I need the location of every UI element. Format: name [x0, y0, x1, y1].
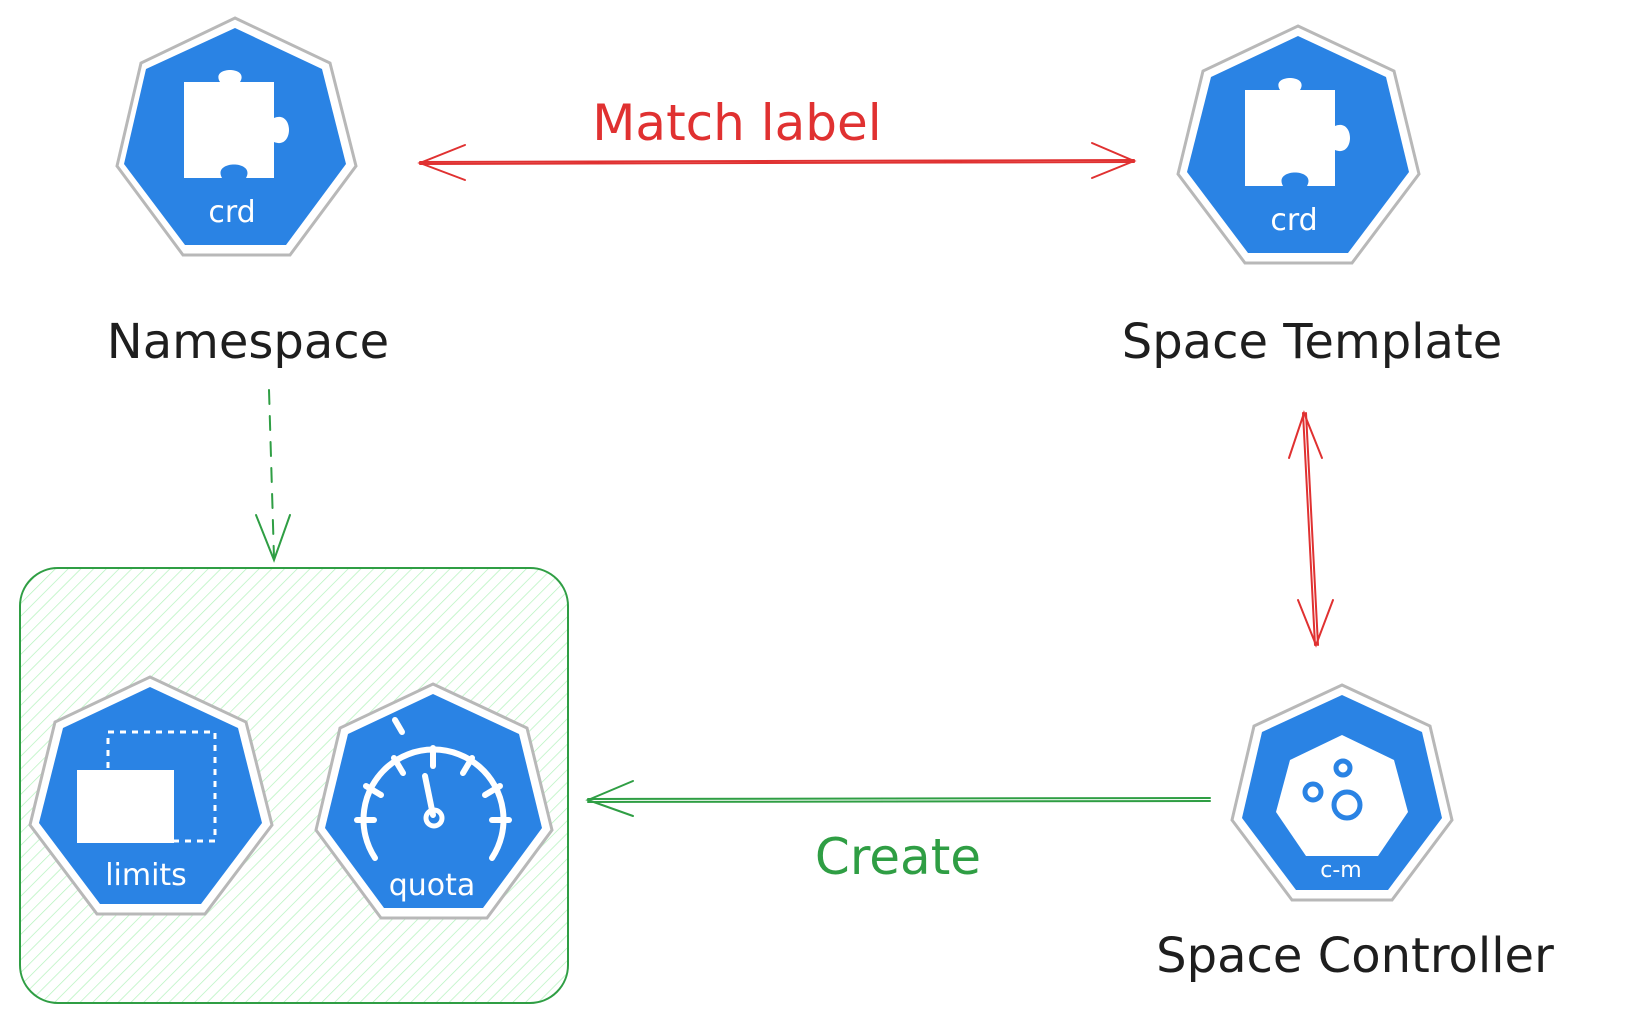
limits-icon[interactable]: limits: [28, 675, 274, 916]
space-template-crd-icon[interactable]: crd: [1176, 24, 1421, 265]
limits-icon-text: limits: [105, 858, 187, 893]
puzzle-icon: [1245, 78, 1350, 186]
namespace-group-arrow: [255, 389, 291, 563]
controller-icon-text: c-m: [1320, 858, 1361, 883]
template-controller-arrow: [1288, 410, 1334, 648]
match-label-arrow: [417, 142, 1137, 181]
space-template-label: Space Template: [1122, 314, 1503, 370]
puzzle-icon: [184, 70, 289, 178]
namespace-crd-icon[interactable]: crd: [115, 16, 358, 257]
space-controller-label: Space Controller: [1156, 928, 1554, 984]
create-edge-text: Create: [815, 828, 981, 886]
space-template-icon-text: crd: [1270, 203, 1317, 238]
create-arrow: [585, 780, 1211, 817]
quota-gauge-icon[interactable]: quota: [314, 682, 554, 920]
gears-icon: [1302, 758, 1363, 821]
space-controller-icon[interactable]: c-m: [1230, 683, 1454, 902]
quota-icon-text: quota: [389, 868, 476, 903]
match-label-edge-text: Match label: [592, 94, 881, 152]
namespace-icon-text: crd: [208, 195, 255, 230]
namespace-label: Namespace: [107, 314, 389, 370]
